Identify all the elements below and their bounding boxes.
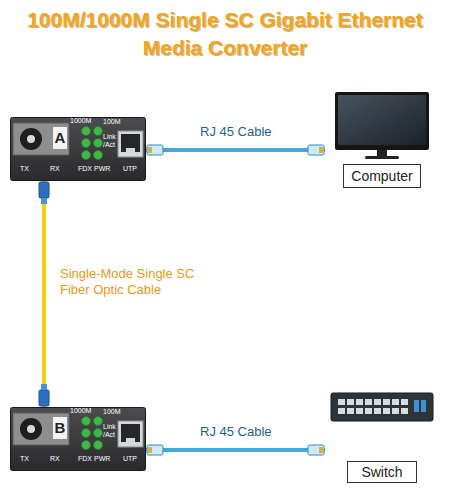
rj45-cable	[146, 145, 325, 155]
port-label: TX	[20, 165, 29, 173]
cable-line	[146, 148, 325, 152]
port-letter: A	[53, 127, 67, 149]
media-converter: B TX RX 1000M 100M Link /ActFDXPWR UTP	[10, 407, 146, 471]
led-label: FDX	[78, 455, 92, 463]
switch-uplink	[414, 400, 419, 412]
monitor-screen	[338, 95, 426, 145]
sc-connector	[39, 182, 49, 198]
monitor-stand	[377, 150, 387, 157]
cable-label: Single-Mode Single SC Fiber Optic Cable	[58, 266, 222, 298]
cable-label: RJ 45 Cable	[198, 124, 274, 140]
label-box: Computer	[343, 164, 421, 188]
led-label: 1000M	[70, 117, 91, 125]
port-label: TX	[20, 455, 29, 463]
led-label: 100M	[103, 118, 121, 126]
device: Switch	[325, 383, 440, 485]
cable-label: RJ 45 Cable	[198, 424, 274, 440]
device-label: Switch	[361, 464, 402, 480]
media-converter: A TX RX 1000M 100M Link /ActFDXPWR UTP	[10, 117, 146, 181]
sc-boot	[41, 198, 47, 204]
port-letter: B	[53, 417, 67, 439]
rj45-plug	[308, 445, 324, 455]
device-label: Computer	[351, 168, 412, 184]
switch-ports	[338, 399, 408, 414]
port-label: UTP	[123, 455, 137, 463]
rj45-contacts	[148, 447, 152, 453]
switch-body	[331, 393, 433, 421]
port-label: RX	[50, 165, 60, 173]
cable-line	[42, 181, 46, 407]
led-label: 100M	[103, 408, 121, 416]
led-label: PWR	[94, 165, 110, 173]
led-label: FDX	[78, 165, 92, 173]
rj45-contacts	[319, 447, 323, 453]
rj45-plug	[147, 145, 163, 155]
monitor-base	[365, 156, 399, 159]
sc-connector	[39, 390, 49, 406]
port-label: RX	[50, 455, 60, 463]
label-box: Switch	[347, 461, 417, 483]
cable-line	[146, 448, 325, 452]
sc-boot	[41, 384, 47, 390]
diagram-title: 100M/1000M Single SC Gigabit Ethernet Me…	[5, 6, 445, 62]
rj45-contacts	[319, 147, 323, 153]
led-label: PWR	[94, 455, 110, 463]
monitor-frame	[335, 92, 429, 150]
switch-uplink	[421, 400, 426, 412]
rj45-plug	[308, 145, 324, 155]
port-label: UTP	[123, 165, 137, 173]
led-label: 1000M	[70, 407, 91, 415]
rj45-plug	[147, 445, 163, 455]
rj45-contacts	[148, 147, 152, 153]
media-converter-figure	[11, 408, 146, 471]
led-label: Link /Act	[103, 423, 117, 439]
rj45-cable	[146, 445, 325, 455]
fiber-cable	[39, 181, 49, 407]
led-label: Link /Act	[103, 133, 117, 149]
media-converter-figure	[11, 118, 146, 181]
device: Computer	[325, 88, 440, 190]
